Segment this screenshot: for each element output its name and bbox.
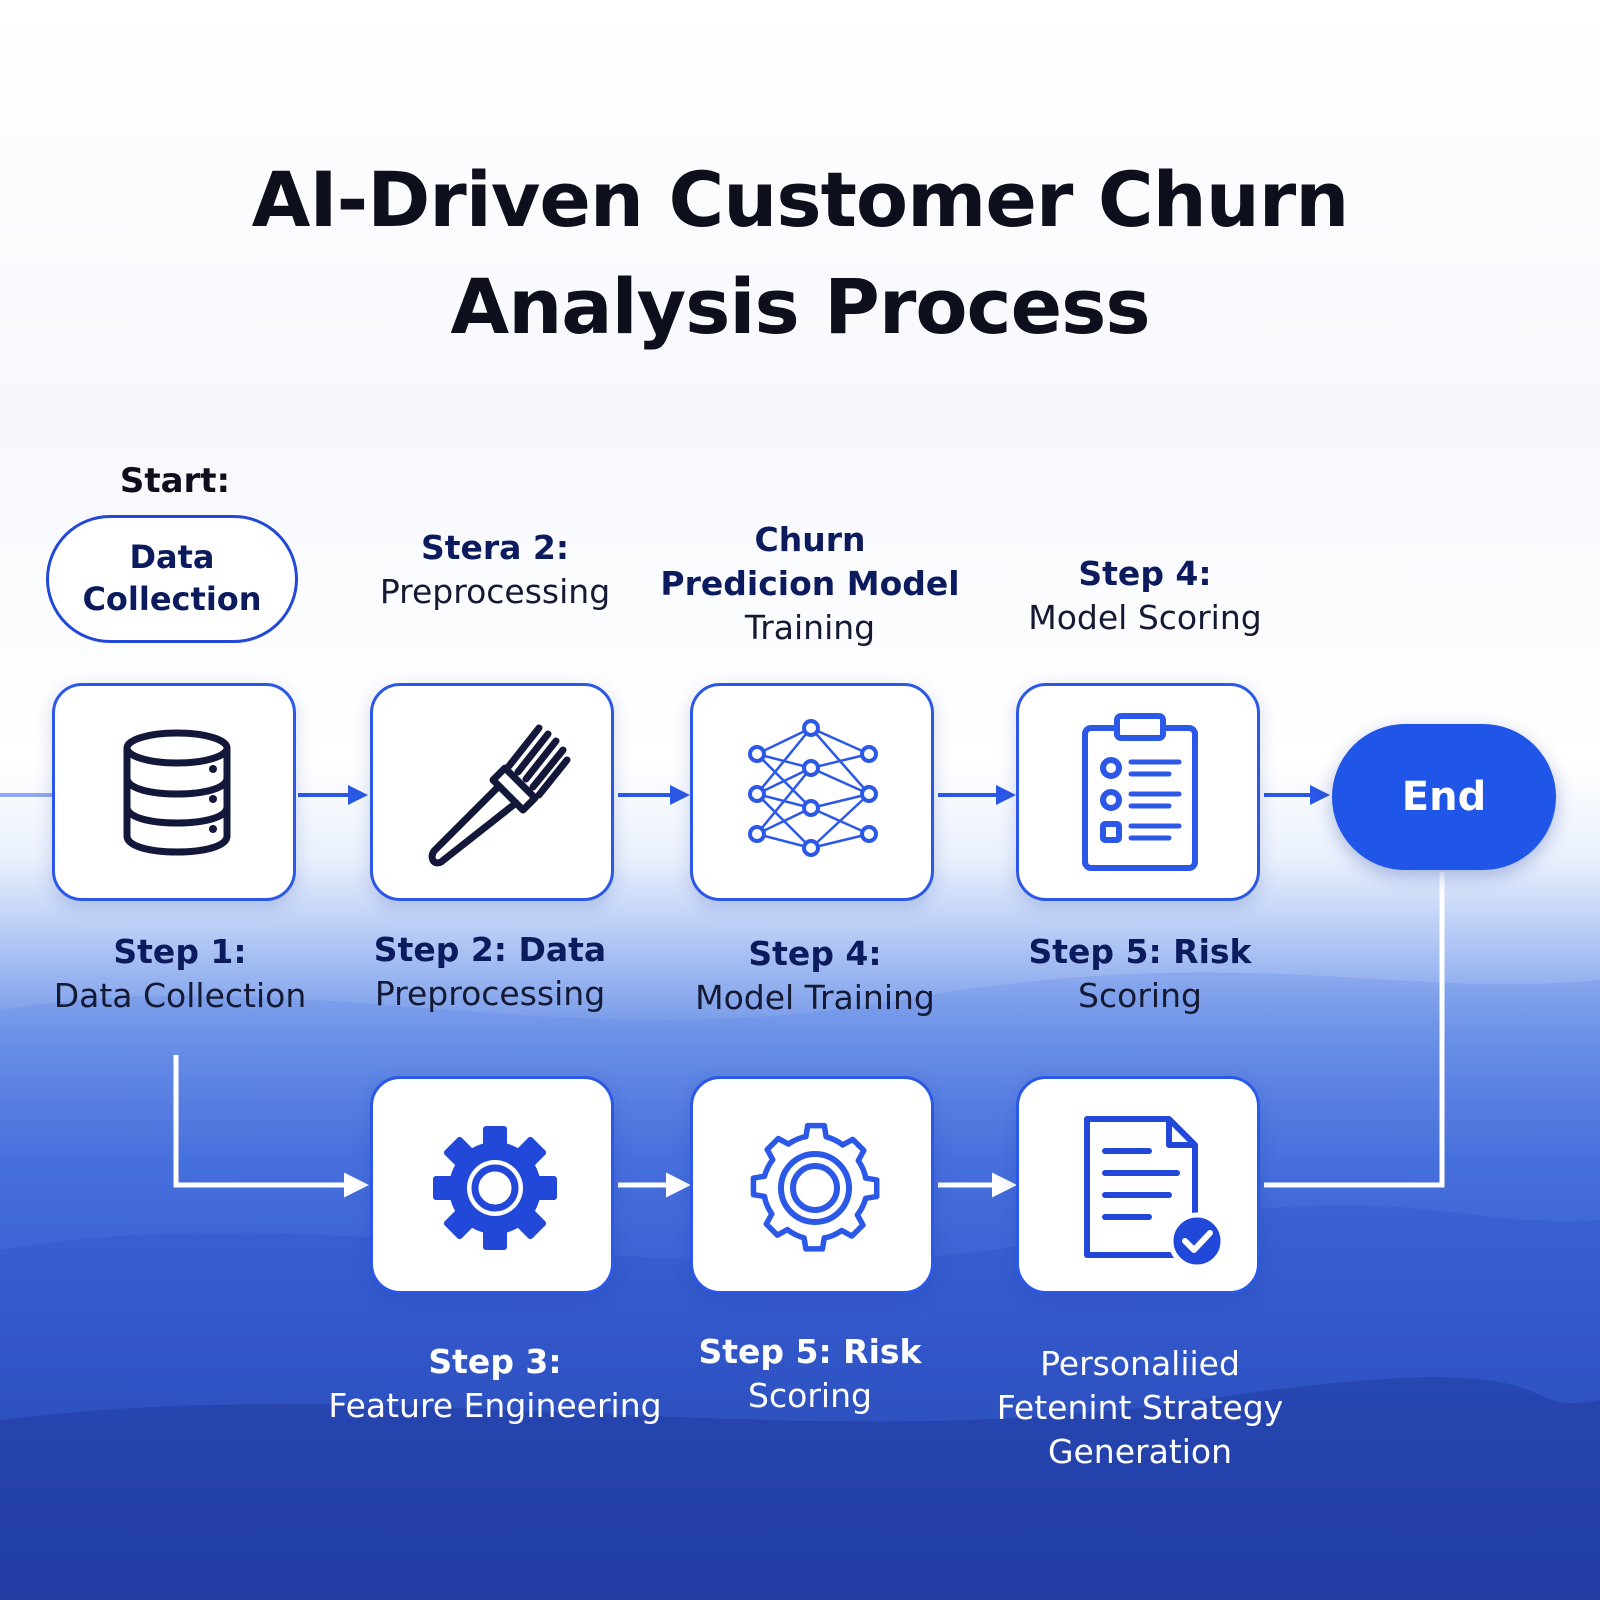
connector-line xyxy=(1264,872,1445,1188)
row1-label-1: Step 1: Data Collection xyxy=(30,930,330,1018)
row1-label-3: Step 4: Model Training xyxy=(670,932,960,1020)
top-label-3-bold-1: Churn xyxy=(754,520,866,559)
start-label: Start: xyxy=(119,461,231,501)
row1-label-4-bold: Step 5: Risk xyxy=(1028,932,1252,971)
row2-label-3-line-1: Personaliied xyxy=(1040,1344,1240,1383)
connector-arrow xyxy=(173,1055,369,1198)
row1-label-3-regular: Model Training xyxy=(695,978,935,1017)
row2-label-2-bold: Step 5: Risk xyxy=(698,1332,922,1371)
top-label-2-regular: Preprocessing xyxy=(379,572,611,611)
start-pill-line-2: Collection xyxy=(82,580,262,618)
top-label-3: Churn Predicion Model Training xyxy=(660,518,960,650)
start-pill: Data Collection xyxy=(46,515,298,643)
row1-label-1-bold: Step 1: xyxy=(113,932,247,971)
neural-network-icon xyxy=(748,719,878,857)
row2-label-3: Personaliied Fetenint Strategy Generatio… xyxy=(970,1342,1310,1474)
page-title-line-2: Analysis Process xyxy=(450,262,1150,351)
end-node[interactable]: End xyxy=(1332,724,1556,870)
top-label-4-bold: Step 4: xyxy=(1078,554,1212,593)
row1-label-1-regular: Data Collection xyxy=(53,976,307,1015)
database-icon xyxy=(123,729,231,856)
top-label-3-regular: Training xyxy=(744,608,876,647)
row1-label-2: Step 2: Data Preprocessing xyxy=(350,928,630,1016)
gear-icon xyxy=(433,1126,557,1250)
row2-label-2: Step 5: Risk Scoring xyxy=(680,1330,940,1418)
step-box-feature-engineering[interactable] xyxy=(370,1076,614,1294)
step-box-data-collection[interactable] xyxy=(52,683,296,901)
gear-outline-icon xyxy=(750,1122,880,1252)
step-box-model-scoring[interactable] xyxy=(1016,683,1260,901)
row1-label-2-regular: Preprocessing xyxy=(374,974,606,1013)
top-label-4-regular: Model Scoring xyxy=(1028,598,1262,637)
brush-icon xyxy=(428,724,571,867)
row1-label-2-bold: Step 2: Data xyxy=(373,930,607,969)
clipboard-checklist-icon xyxy=(1082,713,1198,871)
step-box-preprocessing[interactable] xyxy=(370,683,614,901)
row2-label-2-regular: Scoring xyxy=(748,1376,872,1415)
top-label-2-bold: Stera 2: xyxy=(420,528,570,567)
step-box-strategy-generation[interactable] xyxy=(1016,1076,1260,1294)
step-box-model-training[interactable] xyxy=(690,683,934,901)
row1-label-4: Step 5: Risk Scoring xyxy=(1000,930,1280,1018)
page-title-line-1: AI-Driven Customer Churn xyxy=(251,155,1350,244)
document-check-icon xyxy=(1084,1116,1226,1270)
top-label-2: Stera 2: Preprocessing xyxy=(360,526,630,614)
row1-label-4-regular: Scoring xyxy=(1078,976,1202,1015)
row2-label-1-bold: Step 3: xyxy=(428,1342,562,1381)
row2-label-3-line-3: Generation xyxy=(1047,1432,1233,1471)
step-box-risk-scoring[interactable] xyxy=(690,1076,934,1294)
row2-label-1: Step 3: Feature Engineering xyxy=(310,1340,680,1428)
row2-label-3-line-2: Fetenint Strategy xyxy=(996,1388,1284,1427)
top-label-4: Step 4: Model Scoring xyxy=(1000,552,1290,640)
row2-label-1-regular: Feature Engineering xyxy=(328,1386,662,1425)
top-label-3-bold-2: Predicion Model xyxy=(660,564,960,603)
row1-label-3-bold: Step 4: xyxy=(748,934,882,973)
start-pill-line-1: Data xyxy=(129,538,215,576)
